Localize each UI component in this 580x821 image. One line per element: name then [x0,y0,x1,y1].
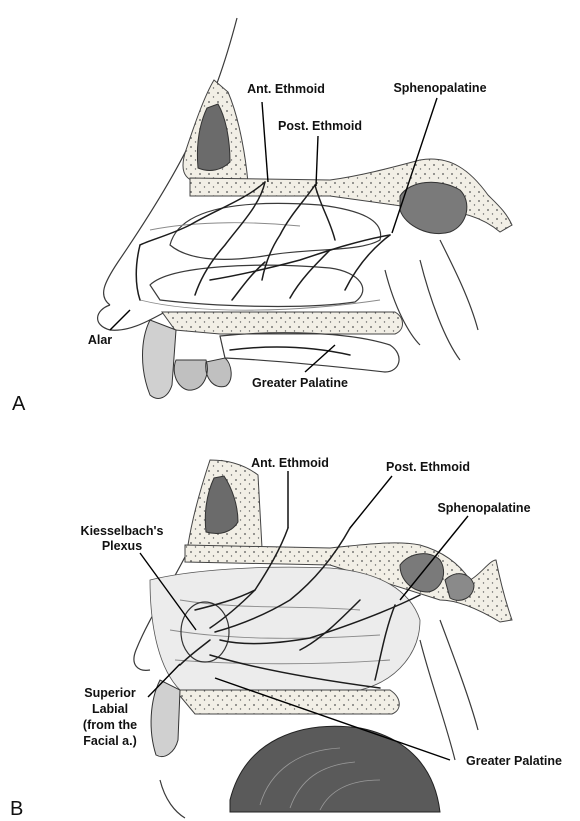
label-sphenopalatine-b: Sphenopalatine [437,501,530,515]
label-ant-ethmoid-b: Ant. Ethmoid [251,456,329,470]
panel-letter-a: A [12,393,26,415]
label-ant-ethmoid-a: Ant. Ethmoid [247,82,325,96]
upper-lip-b [151,680,180,757]
leader-ant-ethmoid-a [262,102,268,182]
panel-b: Ant. Ethmoid Post. Ethmoid Sphenopalatin… [10,456,562,820]
pharynx-a [385,240,478,360]
label-superior-labial-line1-b: Superior [84,686,136,700]
label-post-ethmoid-a: Post. Ethmoid [278,119,362,133]
label-greater-palatine-a: Greater Palatine [252,376,348,390]
label-kiesselbach-line2-b: Plexus [102,539,142,553]
label-superior-labial-line4-b: Facial a.) [83,734,137,748]
soft-palate-a [220,333,399,372]
leader-post-ethmoid-a [316,136,318,186]
label-superior-labial-line2-b: Labial [92,702,128,716]
panel-a: Ant. Ethmoid Post. Ethmoid Sphenopalatin… [12,18,512,415]
teeth-a [174,358,231,390]
sphenoid-sinus-a [400,182,467,233]
label-sphenopalatine-a: Sphenopalatine [393,81,486,95]
hard-palate-b [175,690,399,714]
sphenoid-sinus-b2 [445,574,474,601]
maxilla-a [143,320,177,398]
panel-letter-b: B [10,798,23,820]
lower-jaw-b [160,780,185,818]
leader-post-ethmoid-b [350,476,392,528]
label-alar-a: Alar [88,333,112,347]
label-post-ethmoid-b: Post. Ethmoid [386,460,470,474]
hard-palate-a [162,312,403,334]
middle-turbinate-a [170,203,381,259]
leader-alar-a [110,310,130,330]
label-greater-palatine-b: Greater Palatine [466,754,562,768]
septum-b [150,567,420,690]
label-superior-labial-line3-b: (from the [83,718,137,732]
pharynx-b [420,620,478,760]
label-kiesselbach-line1-b: Kiesselbach's [81,524,164,538]
